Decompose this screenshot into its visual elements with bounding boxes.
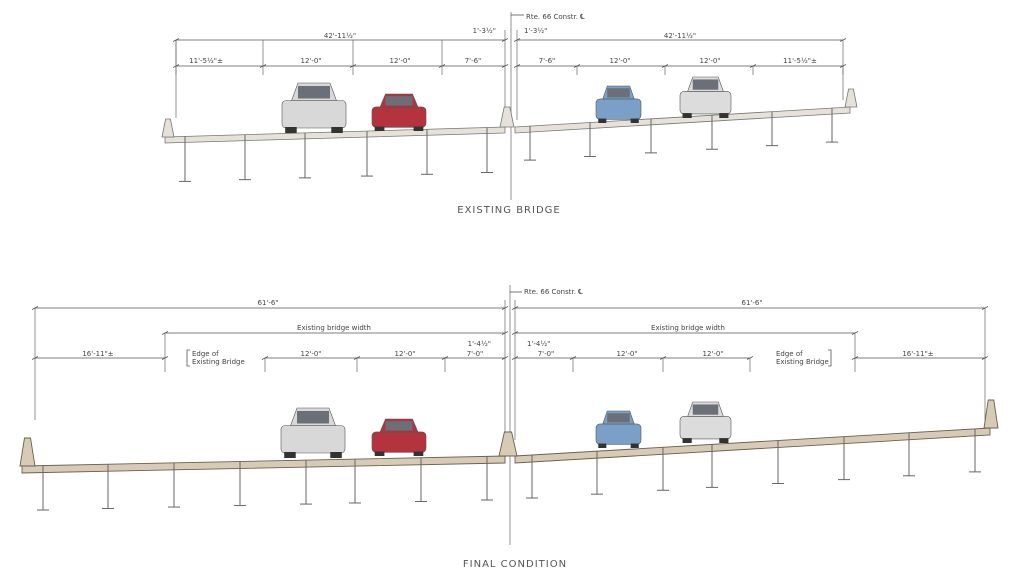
red-sedan (371, 106, 427, 128)
dimension-tick (511, 331, 519, 335)
final-edge-note-left-2: Existing Bridge (192, 358, 245, 366)
dimension-tick (511, 306, 519, 310)
existing-median-right-dim: 1'-3½" (524, 27, 547, 35)
edge-bracket-left (186, 349, 190, 367)
white-suv (679, 91, 732, 115)
red-sedan-window (385, 421, 413, 431)
barrier (499, 106, 515, 128)
linework (19, 12, 999, 545)
final-edge-note-right-1: Edge of (776, 350, 803, 358)
final-right-seg-3: 12'-0" (702, 350, 723, 358)
existing-right-seg-4: 11'-5½"± (783, 57, 817, 65)
dimension-tick (501, 356, 509, 360)
wheel (331, 127, 343, 133)
final-right-total-dim: 61'-6" (741, 299, 762, 307)
final-right-existing-width: Existing bridge width (651, 324, 725, 332)
wheel (374, 451, 385, 456)
wheel (719, 438, 729, 443)
wheel (682, 113, 692, 118)
final-left-total-dim: 61'-6" (257, 299, 278, 307)
final-edge-note-left-1: Edge of (192, 350, 219, 358)
white-suv-window (692, 79, 719, 90)
dimension-tick (501, 64, 509, 68)
pickup-truck-window (297, 411, 329, 424)
final-left-deck (21, 455, 506, 474)
final-median-right-dim: 1'-4½" (527, 340, 550, 348)
dimension-tick (511, 356, 519, 360)
final-left-seg-3: 7'-0" (467, 350, 484, 358)
existing-left-seg-4: 7'-6" (465, 57, 482, 65)
dimension-tick (501, 38, 509, 42)
final-median-left-dim: 1'-4½" (468, 340, 491, 348)
barrier (983, 399, 999, 429)
wheel (374, 126, 385, 131)
barrier (19, 437, 36, 467)
wheel (413, 451, 424, 456)
barrier (844, 88, 858, 108)
blue-hatchback-window (607, 413, 630, 423)
existing-right-seg-2: 12'-0" (609, 57, 630, 65)
white-suv-window (692, 404, 719, 415)
red-sedan-window (385, 96, 413, 106)
dimension-tick (501, 306, 509, 310)
final-right-seg-1: 7'-0" (538, 350, 555, 358)
wheel (284, 452, 296, 458)
wheel (330, 452, 342, 458)
wheel (682, 438, 692, 443)
final-left-seg-1: 12'-0" (300, 350, 321, 358)
wheel (598, 118, 607, 123)
wheel (413, 126, 424, 131)
existing-left-seg-2: 12'-0" (300, 57, 321, 65)
dimension-tick (501, 331, 509, 335)
existing-right-total-dim: 42'-11½" (664, 32, 696, 40)
existing-right-seg-3: 12'-0" (699, 57, 720, 65)
edge-bracket-right (828, 349, 832, 367)
final-right-seg-2: 12'-0" (616, 350, 637, 358)
red-sedan (371, 431, 427, 453)
existing-right-seg-1: 7'-6" (539, 57, 556, 65)
existing-centerline-label: Rte. 66 Constr. ℄ (526, 13, 585, 21)
wheel (630, 443, 639, 448)
wheel (719, 113, 729, 118)
wheel (598, 443, 607, 448)
wheel (630, 118, 639, 123)
existing-left-seg-3: 12'-0" (389, 57, 410, 65)
final-centerline-label: Rte. 66 Constr. ℄ (524, 288, 583, 296)
wheel (285, 127, 297, 133)
blue-hatchback-window (607, 88, 630, 98)
final-left-widening-dim: 16'-11"± (82, 350, 113, 358)
blue-hatchback (595, 98, 642, 120)
final-left-existing-width: Existing bridge width (297, 324, 371, 332)
existing-bridge-title: EXISTING BRIDGE (457, 205, 560, 216)
final-right-deck (514, 427, 991, 464)
pickup-truck (281, 100, 347, 129)
blue-hatchback (595, 423, 642, 445)
existing-left-seg-1: 11'-5½"± (189, 57, 223, 65)
final-edge-note-right-2: Existing Bridge (776, 358, 829, 366)
final-condition-title: FINAL CONDITION (463, 559, 567, 570)
dimension-tick (513, 64, 521, 68)
existing-median-left-dim: 1'-3½" (473, 27, 496, 35)
white-suv (679, 416, 732, 440)
final-right-widening-dim: 16'-11"± (902, 350, 933, 358)
barrier (161, 118, 175, 138)
pickup-truck-window (298, 86, 330, 99)
barrier (498, 431, 518, 457)
existing-right-deck (514, 106, 851, 134)
final-left-seg-2: 12'-0" (394, 350, 415, 358)
existing-left-total-dim: 42'-11½" (324, 32, 356, 40)
dimension-tick (513, 38, 521, 42)
pickup-truck (280, 425, 346, 454)
